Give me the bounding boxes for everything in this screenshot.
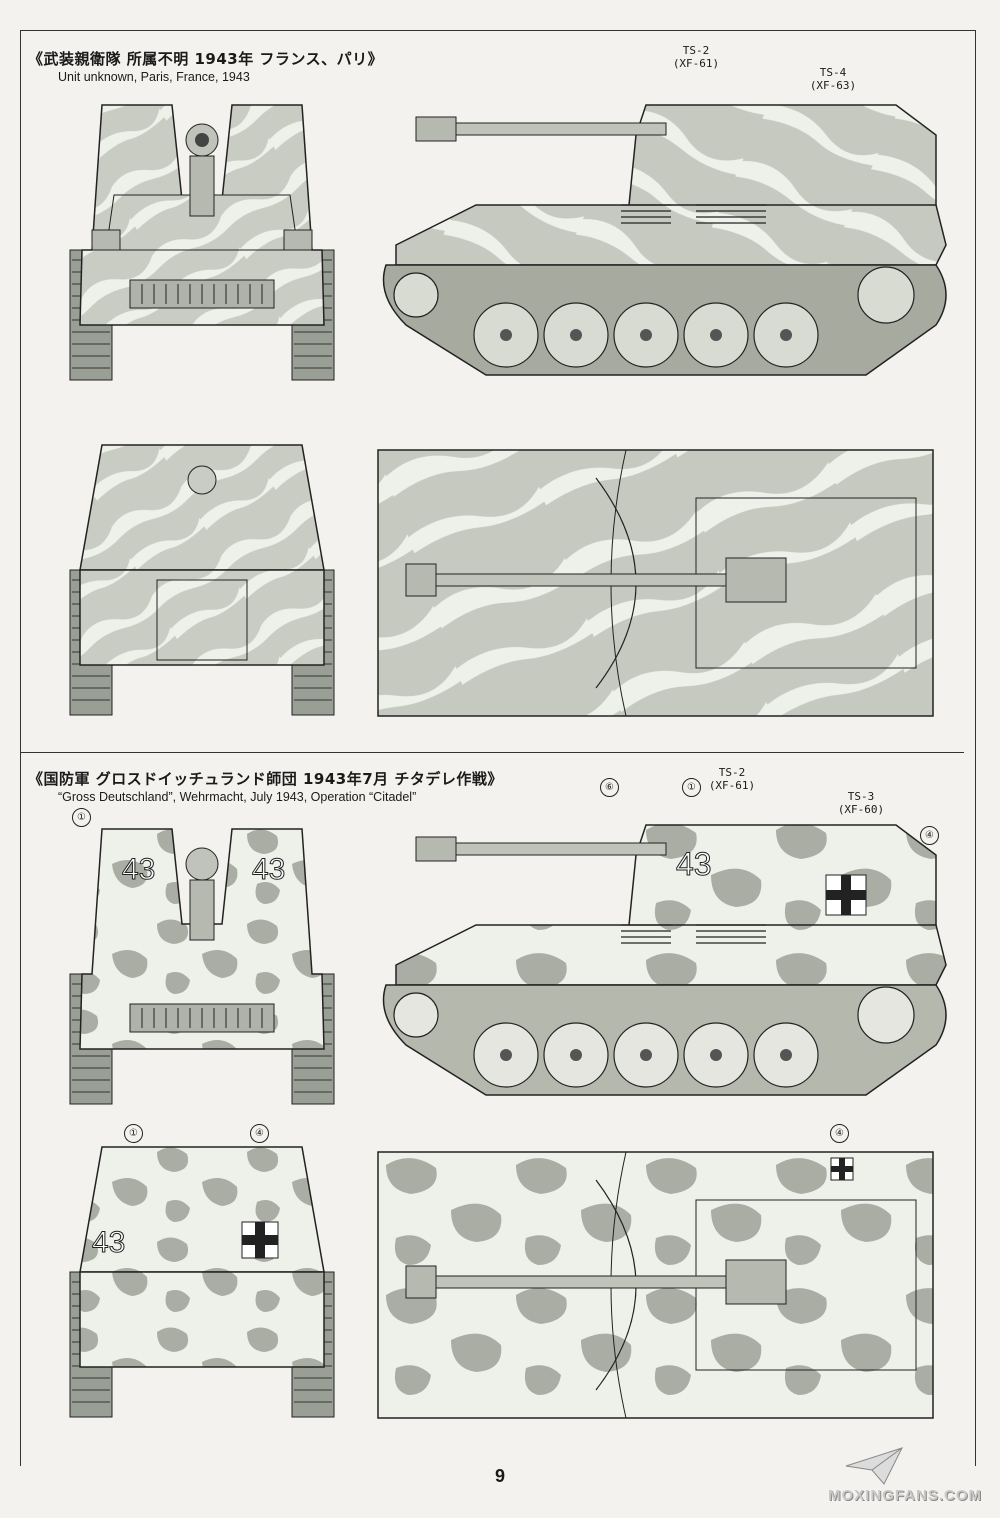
marker-1: ① bbox=[682, 778, 701, 797]
watermark: MOXINGFANS.COM bbox=[752, 1446, 982, 1504]
paper-plane-icon bbox=[845, 1447, 903, 1485]
watermark-text: MOXINGFANS.COM bbox=[827, 1487, 982, 1504]
marker-1: ① bbox=[124, 1124, 143, 1143]
section1-title-en: Unit unknown, Paris, France, 1943 bbox=[58, 70, 250, 84]
section1-top-view bbox=[377, 449, 934, 717]
balkenkreuz-side bbox=[825, 874, 867, 916]
section2-top-view bbox=[377, 1151, 934, 1419]
section2-side-view: 43 bbox=[382, 824, 947, 1096]
section1-title-jp: 《武装親衛隊 所属不明 1943年 フランス、パリ》 bbox=[28, 50, 384, 68]
section2-callout-ts2: TS-2 (XF-61) bbox=[708, 766, 756, 792]
page-frame bbox=[20, 30, 976, 1466]
hull-number-side: 43 bbox=[676, 846, 712, 882]
balkenkreuz-top bbox=[830, 1157, 854, 1181]
marker-6: ⑥ bbox=[600, 778, 619, 797]
section2-front-view: 43 43 bbox=[69, 828, 335, 1105]
section1-side-view bbox=[382, 104, 947, 376]
hull-number-rear: 43 bbox=[92, 1226, 125, 1259]
marker-1: ① bbox=[72, 808, 91, 827]
section1-callout-ts2: TS-2 (XF-61) bbox=[672, 44, 720, 70]
section2-callout-ts3: TS-3 (XF-60) bbox=[837, 790, 885, 816]
section2-title-en: “Gross Deutschland”, Wehrmacht, July 194… bbox=[58, 790, 417, 804]
section1-rear-view bbox=[69, 444, 335, 716]
section-divider bbox=[20, 752, 964, 753]
marker-4: ④ bbox=[250, 1124, 269, 1143]
page-number: 9 bbox=[494, 1466, 505, 1486]
hull-number-left: 43 bbox=[122, 853, 155, 886]
section2-title-jp: 《国防軍 グロスドイッチュランド師団 1943年7月 チタデレ作戦》 bbox=[28, 770, 503, 788]
section1-front-view bbox=[69, 104, 335, 381]
marker-4: ④ bbox=[920, 826, 939, 845]
marker-4: ④ bbox=[830, 1124, 849, 1143]
section2-rear-view: 43 bbox=[69, 1146, 335, 1418]
balkenkreuz-rear bbox=[241, 1221, 279, 1259]
section1-callout-ts4: TS-4 (XF-63) bbox=[809, 66, 857, 92]
hull-number-right: 43 bbox=[252, 853, 285, 886]
